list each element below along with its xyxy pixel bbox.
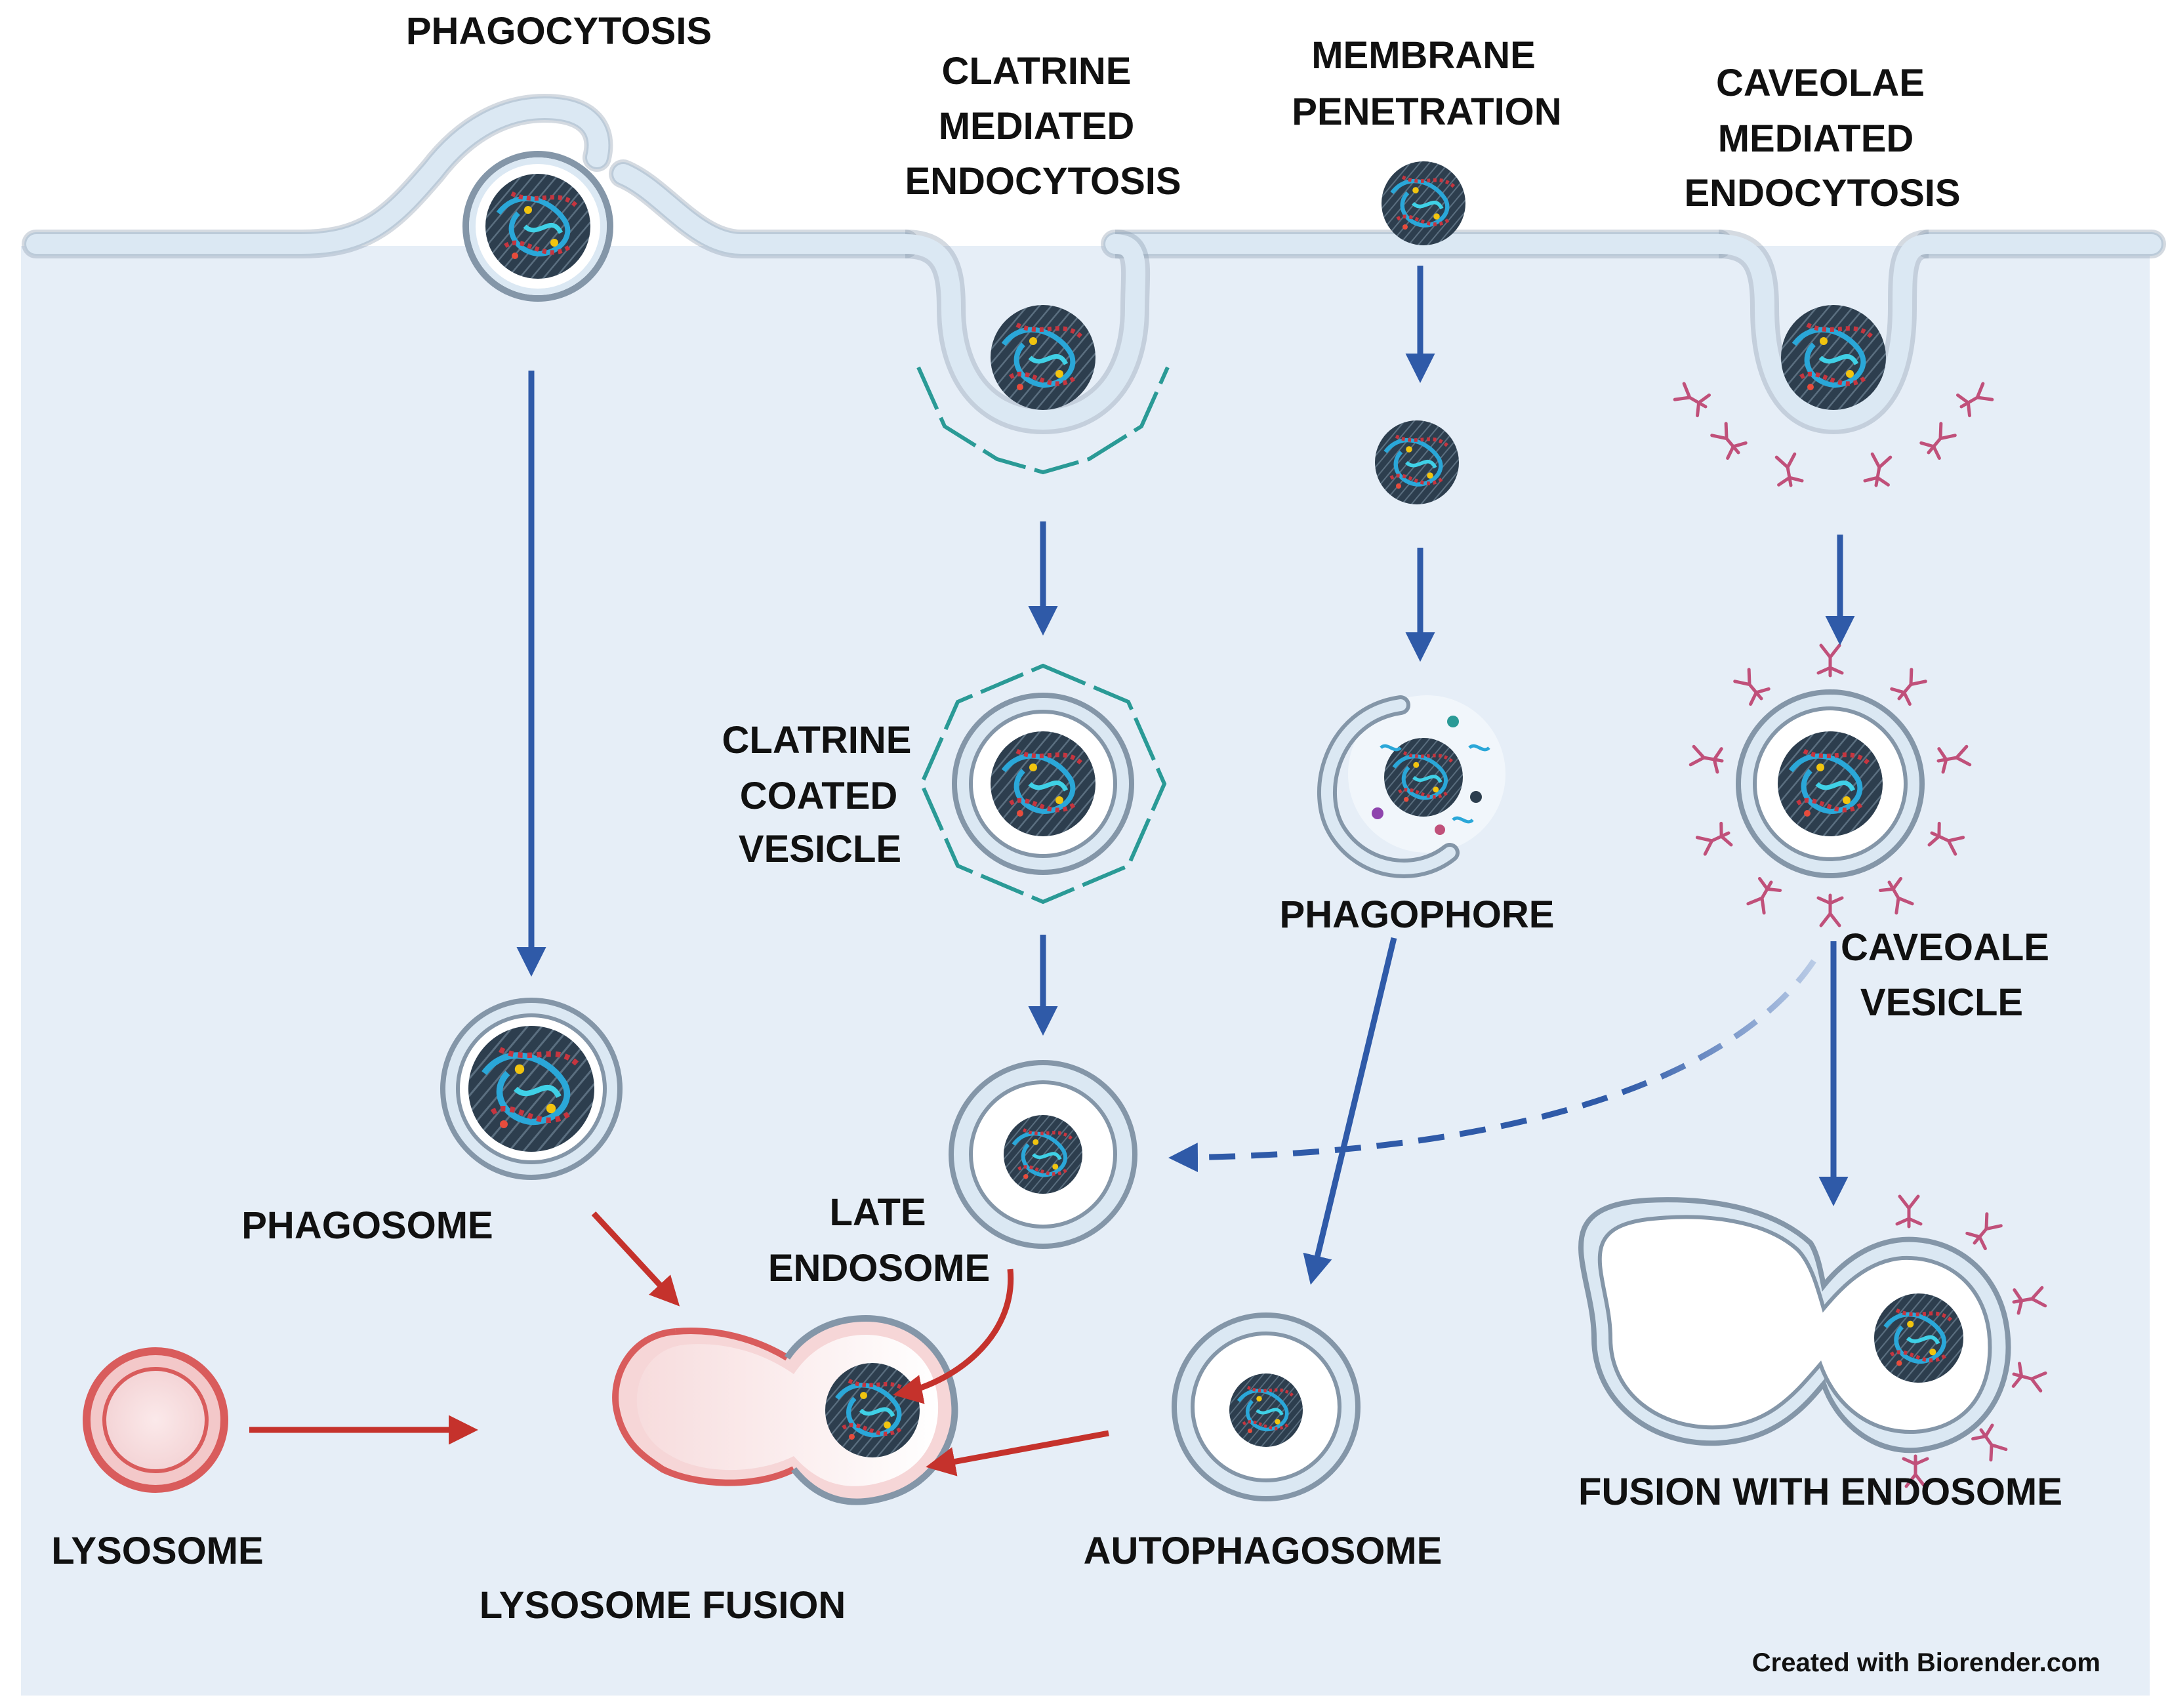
- phagophore: [1317, 695, 1505, 878]
- plasma-membrane: [22, 93, 2166, 435]
- label-cav-vesicle-line2: VESICLE: [1860, 981, 2023, 1024]
- label-autophagosome: AUTOPHAGOSOME: [1084, 1530, 1443, 1572]
- label-caveolae-line2: MEDIATED: [1718, 117, 1914, 160]
- clathrin-pit: [916, 305, 1170, 475]
- penetrating-particle-1: [1382, 161, 1465, 245]
- label-phagophore: PHAGOPHORE: [1280, 893, 1555, 936]
- late-endosome: [949, 1060, 1137, 1249]
- label-caveolae-line1: CAVEOLAE: [1716, 62, 1925, 104]
- label-ccv-line1: CLATRINE: [722, 719, 912, 762]
- label-lysosome: LYSOSOME: [51, 1530, 263, 1572]
- label-caveolae-line3: ENDOCYTOSIS: [1684, 172, 1960, 214]
- label-clathrin-line2: MEDIATED: [939, 105, 1135, 148]
- label-ccv-line2: COATED: [740, 775, 898, 817]
- phagocytosis-particle: [462, 151, 613, 302]
- credit-text: Created with Biorender.com: [1752, 1648, 2100, 1677]
- penetrating-particle-2: [1375, 420, 1459, 504]
- label-late-endosome-line2: ENDOSOME: [768, 1247, 990, 1290]
- clathrin-coated-vesicle: [919, 663, 1167, 905]
- label-ccv-line3: VESICLE: [739, 828, 901, 870]
- label-penetration-line1: MEMBRANE: [1311, 34, 1536, 77]
- pathway-arrows: [516, 266, 1855, 1285]
- cytoplasm-background: [21, 246, 2150, 1696]
- lysosome-arrows: [249, 1211, 1109, 1476]
- label-penetration-line2: PENETRATION: [1292, 91, 1561, 133]
- label-phagocytosis: PHAGOCYTOSIS: [406, 10, 712, 52]
- lysosome: [83, 1347, 228, 1493]
- caveolae-vesicle: [1690, 645, 1971, 925]
- label-clathrin-line3: ENDOCYTOSIS: [905, 160, 1181, 203]
- lysosome-fusion: [612, 1314, 958, 1505]
- endosome-fusion: [1578, 1196, 2046, 1486]
- label-cav-vesicle-line1: CAVEOALE: [1841, 926, 2049, 969]
- autophagosome: [1172, 1312, 1361, 1501]
- phagosome: [440, 998, 623, 1180]
- label-clathrin-line1: CLATRINE: [942, 50, 1132, 92]
- label-late-endosome-line1: LATE: [829, 1191, 926, 1234]
- label-fusion-with-endosome: FUSION WITH ENDOSOME: [1578, 1471, 2062, 1513]
- label-phagosome: PHAGOSOME: [241, 1204, 493, 1247]
- label-lysosome-fusion: LYSOSOME FUSION: [480, 1584, 846, 1627]
